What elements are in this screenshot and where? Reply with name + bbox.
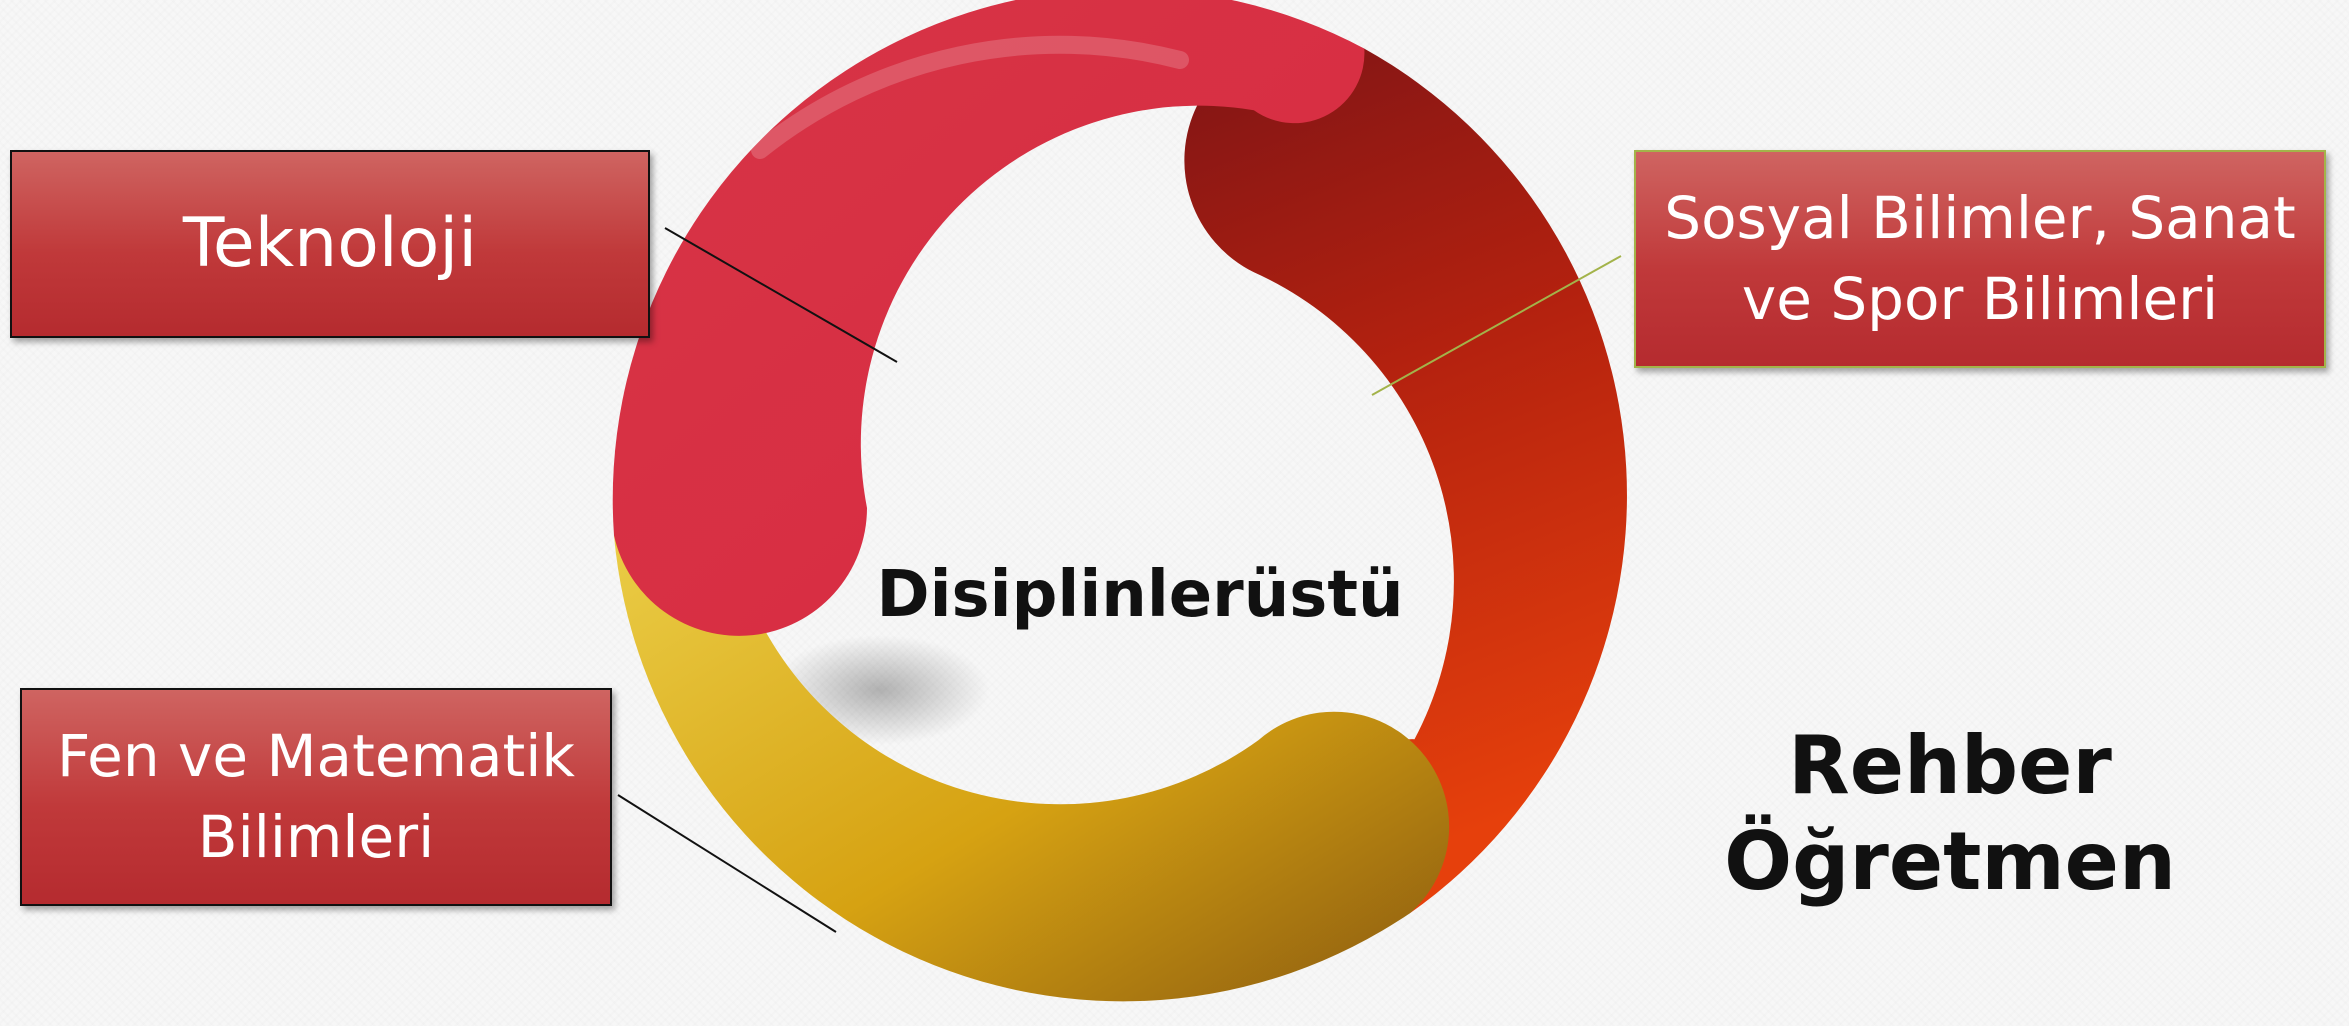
label-fen-line-1: Fen ve Matematik (56, 721, 575, 790)
segment-sosyal (1184, 35, 1627, 914)
segment-teknoloji (612, 0, 1365, 636)
label-box-teknoloji: Teknoloji (10, 150, 650, 338)
label-teknoloji: Teknoloji (182, 204, 478, 284)
side-label-line-2: Öğretmen (1724, 815, 2176, 908)
highlight-top (751, 35, 1189, 159)
label-box-sosyal: Sosyal Bilimler, Sanat ve Spor Bilimleri (1634, 150, 2326, 368)
segment-fen (614, 493, 1450, 1002)
side-label-line-1: Rehber (1788, 719, 2112, 812)
connector-sosyal (1371, 255, 1622, 396)
label-fen-line-2: Bilimleri (197, 803, 435, 871)
side-label: Rehber Öğretmen (1690, 718, 2210, 910)
connector-fen (617, 794, 837, 933)
connector-teknoloji (664, 227, 898, 363)
label-sosyal-line-1: Sosyal Bilimler, Sanat (1664, 183, 2296, 252)
center-label: Disiplinlerüstü (876, 558, 1404, 632)
label-sosyal-line-2: ve Spor Bilimleri (1741, 265, 2219, 333)
label-box-fen: Fen ve Matematik Bilimleri (20, 688, 612, 906)
